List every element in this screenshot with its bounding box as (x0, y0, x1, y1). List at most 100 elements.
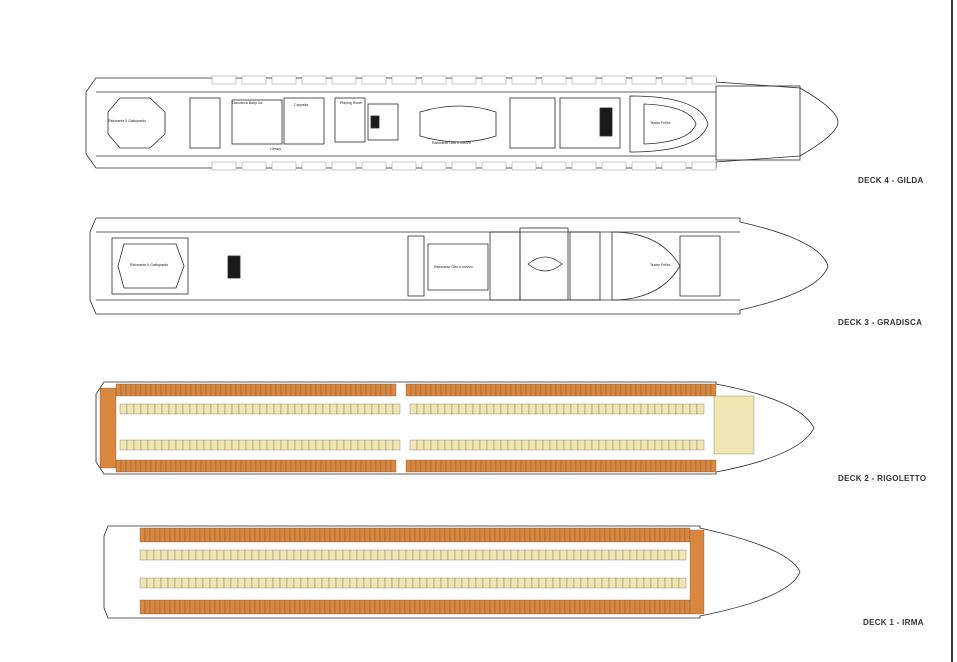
lifeboat (391, 161, 417, 171)
inside-cabin (364, 439, 373, 451)
outside-cabin (259, 527, 266, 543)
outside-cabin (584, 599, 591, 615)
inside-cabin (286, 577, 295, 589)
inside-cabin (203, 403, 212, 415)
outside-cabin (645, 459, 652, 473)
outside-cabin (305, 383, 312, 397)
inside-cabin (343, 439, 352, 451)
outside-cabin (510, 459, 517, 473)
outside-cabin (475, 459, 482, 473)
outside-cabin (259, 599, 266, 615)
lifeboat (481, 75, 507, 85)
inside-cabin (661, 403, 670, 415)
outside-cabin (469, 527, 476, 543)
inside-cabin (259, 403, 268, 415)
outside-cabin (665, 383, 672, 397)
outside-cabin (534, 599, 541, 615)
outside-cabin (175, 383, 182, 397)
inside-cabin (598, 403, 607, 415)
inside-cabin (385, 403, 394, 415)
outside-cabin (270, 383, 277, 397)
outside-cabin (419, 527, 426, 543)
inside-cabin (342, 577, 351, 589)
outside-cabin (290, 459, 297, 473)
inside-cabin (140, 439, 149, 451)
outside-cabin (504, 599, 511, 615)
outside-cabin (659, 599, 666, 615)
inside-cabin (364, 403, 373, 415)
inside-cabin (315, 439, 324, 451)
outside-cabin (139, 527, 146, 543)
deck-2-plan (95, 381, 815, 475)
deck-3-label: DECK 3 - GRADISCA (838, 318, 923, 327)
outside-cabin (555, 459, 562, 473)
outside-cabin (234, 599, 241, 615)
inside-cabin (689, 403, 698, 415)
outside-cabin (384, 527, 391, 543)
inside-cabin (412, 549, 421, 561)
outside-cabin (324, 599, 331, 615)
inside-cabin (696, 403, 705, 415)
inside-cabin (363, 577, 372, 589)
outside-cabin (275, 383, 282, 397)
inside-cabin (458, 403, 467, 415)
inside-cabin (167, 577, 176, 589)
outside-cabin (605, 383, 612, 397)
inside-cabin (426, 549, 435, 561)
inside-cabin (500, 403, 509, 415)
outside-cabin (569, 527, 576, 543)
outside-cabin (435, 459, 442, 473)
lifeboat (661, 161, 687, 171)
outside-cabin (99, 387, 117, 469)
inside-cabin (336, 403, 345, 415)
outside-cabin (474, 527, 481, 543)
outside-cabin (229, 527, 236, 543)
outside-cabin (655, 459, 662, 473)
inside-cabin (308, 403, 317, 415)
outside-cabin (670, 383, 677, 397)
lifeboat (511, 75, 537, 85)
outside-cabin (345, 383, 352, 397)
lifeboat (451, 161, 477, 171)
outside-cabin (214, 527, 221, 543)
lifeboat (241, 75, 267, 85)
inside-cabin (391, 577, 400, 589)
outside-cabin (500, 383, 507, 397)
outside-cabin (680, 459, 687, 473)
outside-cabin (335, 459, 342, 473)
outside-cabin (364, 599, 371, 615)
outside-cabin (280, 459, 287, 473)
inside-cabin (188, 577, 197, 589)
inside-cabin (293, 549, 302, 561)
outside-cabin (625, 459, 632, 473)
outside-cabin (149, 527, 156, 543)
inside-cabin (573, 549, 582, 561)
inside-cabin (468, 549, 477, 561)
outside-cabin (485, 383, 492, 397)
outside-cabin (149, 599, 156, 615)
outside-cabin (429, 527, 436, 543)
outside-cabin (564, 527, 571, 543)
inside-cabin (265, 549, 274, 561)
inside-cabin (258, 549, 267, 561)
outside-cabin (369, 527, 376, 543)
inside-cabin (238, 439, 247, 451)
inside-cabin (437, 439, 446, 451)
outside-cabin (234, 527, 241, 543)
outside-cabin (644, 599, 651, 615)
inside-cabin (119, 439, 128, 451)
inside-cabin (231, 439, 240, 451)
inside-cabin (244, 577, 253, 589)
outside-cabin (534, 527, 541, 543)
outside-cabin (175, 459, 182, 473)
outside-cabin (589, 599, 596, 615)
lifeboat (271, 161, 297, 171)
outside-cabin (304, 599, 311, 615)
inside-cabin (489, 549, 498, 561)
inside-cabin (356, 577, 365, 589)
outside-cabin (604, 527, 611, 543)
outside-cabin (444, 599, 451, 615)
outside-cabin (320, 383, 327, 397)
outside-cabin (509, 599, 516, 615)
outside-cabin (285, 383, 292, 397)
